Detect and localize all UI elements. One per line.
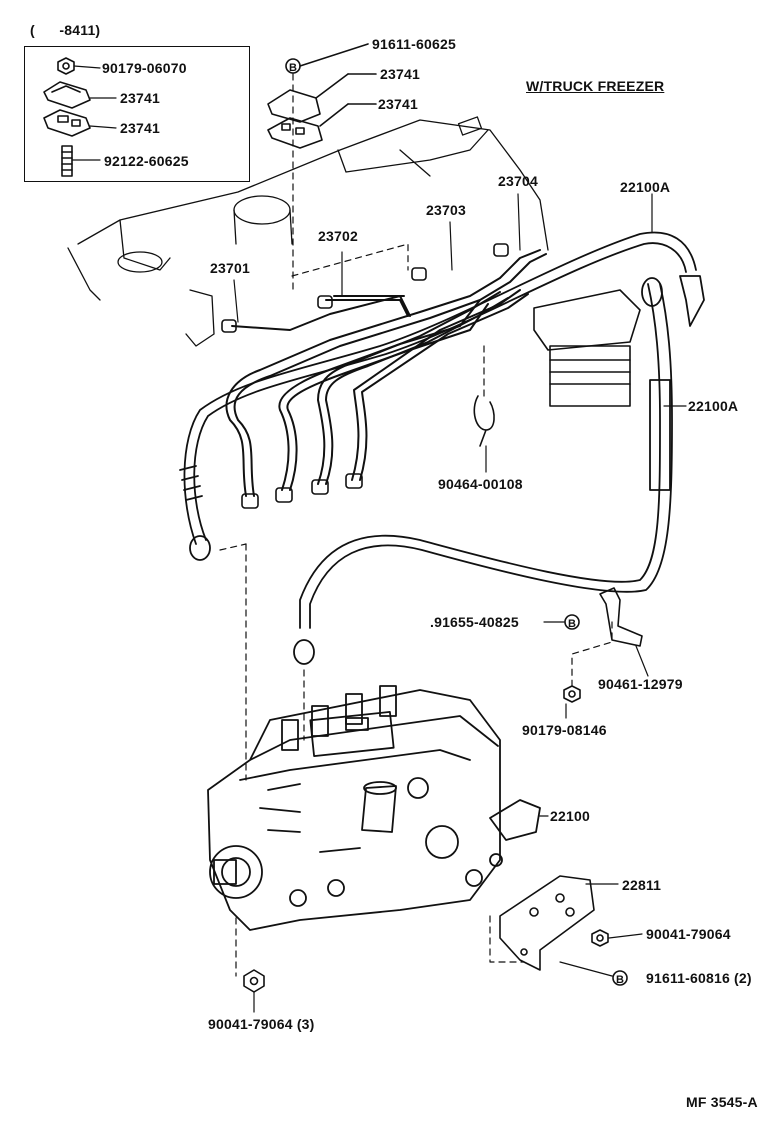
pipe-fittings xyxy=(221,243,509,509)
hose-clip-icon xyxy=(473,345,495,473)
callout-23701: 23701 xyxy=(210,260,250,276)
callout-90041-79064-bottom: 90041-79064 (3) xyxy=(208,1016,315,1032)
inset-box xyxy=(24,46,250,182)
bolt-marker-top: B xyxy=(289,62,297,74)
inset-clamp-lower-icon xyxy=(43,109,91,137)
bracket-icon xyxy=(599,587,649,677)
callout-90464-00108: 90464-00108 xyxy=(438,476,523,492)
callout-23702: 23702 xyxy=(318,228,358,244)
top-clamp-icon xyxy=(267,43,377,149)
inset-range-label: ( -8411) xyxy=(30,22,101,38)
header-note: W/TRUCK FREEZER xyxy=(526,78,665,94)
callout-leaders xyxy=(233,193,687,1013)
nut-90041-bottom-icon xyxy=(243,969,265,993)
inset-part-1: 90179-06070 xyxy=(102,60,187,76)
figure-code: MF 3545-A xyxy=(686,1094,758,1110)
bolt-marker-bottom: B xyxy=(616,974,624,986)
pump-bracket-icon xyxy=(499,875,619,971)
callout-22100A-right: 22100A xyxy=(688,398,739,414)
fuel-hose-lower xyxy=(293,277,673,665)
nut-90179-08146-icon xyxy=(563,685,581,703)
injection-pump-icon xyxy=(207,685,541,931)
inset-clamp-icon xyxy=(43,81,91,109)
callout-23741-a: 23741 xyxy=(380,66,420,82)
callout-91611-60625: 91611-60625 xyxy=(372,36,456,52)
fuel-hose-upper xyxy=(179,231,705,561)
inset-part-2: 23741 xyxy=(120,90,160,106)
callout-23703: 23703 xyxy=(426,202,466,218)
inset-nut-icon xyxy=(57,57,75,75)
bolt-marker-icons xyxy=(564,614,628,986)
callout-91611-60816: 91611-60816 (2) xyxy=(646,970,752,986)
callout-23704: 23704 xyxy=(498,173,538,189)
callout-90461-12979: 90461-12979 xyxy=(598,676,683,692)
dashed-leaders xyxy=(219,73,613,977)
inset-part-3: 23741 xyxy=(120,120,160,136)
callout-22811: 22811 xyxy=(622,877,662,893)
callout-22100A-top: 22100A xyxy=(620,179,671,195)
inset-stud-icon xyxy=(61,145,73,177)
callout-22100: 22100 xyxy=(550,808,590,824)
nut-90041-right-icon xyxy=(591,929,609,947)
fuel-filter-icon xyxy=(533,289,641,407)
callout-91655-40825: .91655-40825 xyxy=(430,614,519,630)
callout-90041-79064-right: 90041-79064 xyxy=(646,926,731,942)
callout-23741-b: 23741 xyxy=(378,96,418,112)
engine-outline xyxy=(67,116,549,347)
inset-part-4: 92122-60625 xyxy=(104,153,189,169)
callout-90179-08146: 90179-08146 xyxy=(522,722,607,738)
bolt-marker-mid: B xyxy=(568,618,576,630)
injection-pipes xyxy=(225,249,547,497)
